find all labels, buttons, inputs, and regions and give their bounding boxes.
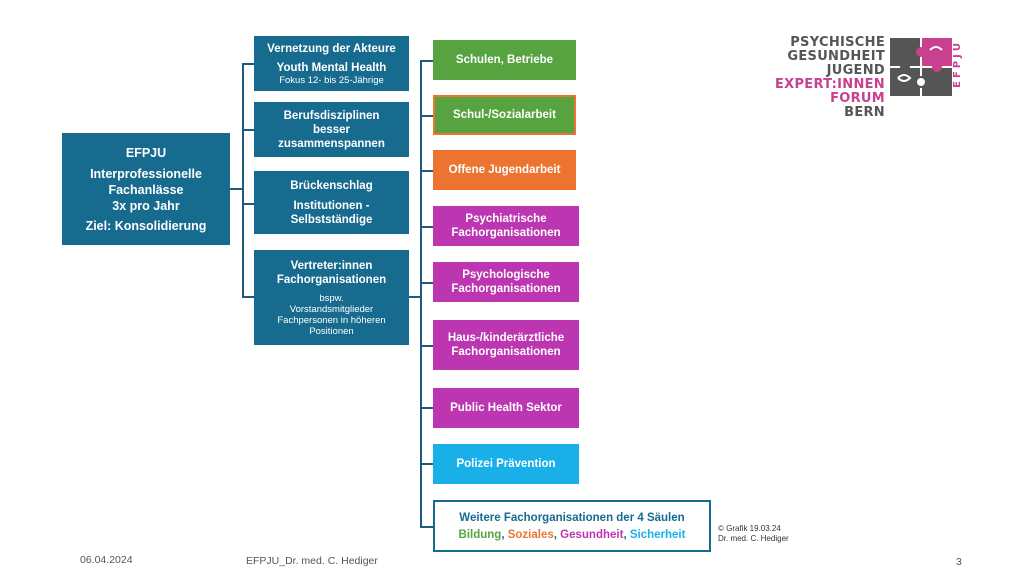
credit-line2: Dr. med. C. Hediger — [718, 534, 789, 543]
middle-box-vernetzung: Vernetzung der Akteure Youth Mental Heal… — [254, 36, 409, 91]
right-box-offene-jugendarbeit: Offene Jugendarbeit — [433, 150, 576, 190]
connector-middle-to-right — [409, 296, 421, 298]
logo-line3: EXPERT:INNEN FORUM — [774, 77, 885, 106]
tree-vertical-left — [242, 63, 244, 297]
pillars-list: Bildung, Soziales, Gesundheit, Sicherhei… — [459, 528, 686, 542]
logo-vertical-text: EFPJU — [952, 40, 963, 88]
right-box-psychologische: Psychologische Fachorganisationen — [433, 262, 579, 302]
right-box-4-label: Psychiatrische Fachorganisationen — [451, 213, 561, 239]
logo-line4: BERN — [844, 105, 885, 120]
logo-line1: PSYCHISCHE — [790, 35, 885, 50]
middle-box-1-subtitle: Youth Mental Health — [276, 61, 387, 74]
middle-box-vertreter: Vertreter:innen Fachorganisationen bspw.… — [254, 250, 409, 345]
branch-4 — [242, 296, 254, 298]
right-box-5-label: Psychologische Fachorganisationen — [451, 269, 561, 295]
branch-1 — [242, 63, 254, 65]
middle-box-4-note: bspw. Vorstandsmitglieder Fachpersonen i… — [277, 292, 386, 337]
right-box-1-label: Schulen, Betriebe — [455, 54, 554, 66]
right-box-7-label: Public Health Sektor — [450, 402, 562, 414]
footer-center: EFPJU_Dr. med. C. Hediger — [246, 555, 378, 567]
right-branch-9 — [420, 526, 433, 528]
right-branch-3 — [420, 170, 433, 172]
right-box-3-label: Offene Jugendarbeit — [448, 164, 561, 176]
logo-text-block: PSYCHISCHE GESUNDHEIT JUGEND EXPERT:INNE… — [730, 36, 885, 120]
right-branch-7 — [420, 407, 433, 409]
middle-box-brueckenschlag: Brückenschlag Institutionen - Selbststän… — [254, 171, 409, 234]
pillar-separator-3: , — [623, 528, 627, 541]
pillar-bildung: Bildung — [458, 528, 502, 541]
middle-box-3-subtitle: Institutionen - Selbstständige — [290, 199, 373, 226]
right-box-haus-kinderaerztliche: Haus-/kinderärztliche Fachorganisationen — [433, 320, 579, 370]
main-line3: 3x pro Jahr — [112, 198, 180, 213]
right-box-schul-sozialarbeit: Schul-/Sozialarbeit — [433, 95, 576, 135]
right-box-8-label: Polizei Prävention — [456, 458, 556, 470]
main-goal: Ziel: Konsolidierung — [85, 218, 207, 233]
branch-2 — [242, 129, 254, 131]
logo-line2: GESUNDHEIT JUGEND — [787, 49, 885, 78]
right-branch-6 — [420, 345, 433, 347]
right-box-psychiatrische: Psychiatrische Fachorganisationen — [433, 206, 579, 246]
pillar-separator-2: , — [553, 528, 557, 541]
main-line1: Interprofessionelle — [90, 166, 202, 181]
right-branch-4 — [420, 226, 433, 228]
right-box-2-label: Schul-/Sozialarbeit — [453, 109, 556, 121]
right-box-public-health: Public Health Sektor — [433, 388, 579, 428]
right-box-schulen-betriebe: Schulen, Betriebe — [433, 40, 576, 80]
middle-box-1-note: Fokus 12- bis 25-Jährige — [279, 74, 384, 86]
pillars-title: Weitere Fachorganisationen der 4 Säulen — [459, 511, 685, 524]
credit-line1: © Grafik 19.03.24 — [718, 524, 781, 533]
credit-note: © Grafik 19.03.24 Dr. med. C. Hediger — [718, 524, 789, 544]
pillar-gesundheit: Gesundheit — [560, 528, 624, 541]
main-box-efpju: EFPJU Interprofessionelle Fachanlässe 3x… — [62, 133, 230, 245]
right-branch-2 — [420, 115, 433, 117]
right-branch-1 — [420, 60, 433, 62]
tree-vertical-right — [420, 60, 422, 527]
footer-page-number: 3 — [956, 556, 962, 568]
pillar-soziales: Soziales — [507, 528, 554, 541]
pillar-separator-1: , — [501, 528, 505, 541]
middle-box-4-title: Vertreter:innen Fachorganisationen — [276, 259, 387, 286]
middle-box-2-title: Berufsdisziplinen besser zusammenspannen — [278, 109, 385, 150]
main-line2: Fachanlässe — [108, 182, 184, 197]
right-box-polizei-praevention: Polizei Prävention — [433, 444, 579, 484]
right-branch-8 — [420, 463, 433, 465]
middle-box-berufsdisziplinen: Berufsdisziplinen besser zusammenspannen — [254, 102, 409, 157]
connector-main-to-tree — [230, 188, 243, 190]
pillar-sicherheit: Sicherheit — [629, 528, 686, 541]
right-box-6-label: Haus-/kinderärztliche Fachorganisationen — [447, 332, 565, 358]
logo: PSYCHISCHE GESUNDHEIT JUGEND EXPERT:INNE… — [730, 36, 970, 120]
branch-3 — [242, 203, 254, 205]
main-title: EFPJU — [125, 145, 167, 160]
puzzle-icon — [890, 38, 952, 96]
right-branch-5 — [420, 282, 433, 284]
footer-date: 06.04.2024 — [80, 554, 133, 566]
middle-box-1-title: Vernetzung der Akteure — [267, 42, 396, 55]
right-box-weitere-fachorganisationen: Weitere Fachorganisationen der 4 Säulen … — [433, 500, 711, 552]
middle-box-3-title: Brückenschlag — [290, 179, 373, 192]
